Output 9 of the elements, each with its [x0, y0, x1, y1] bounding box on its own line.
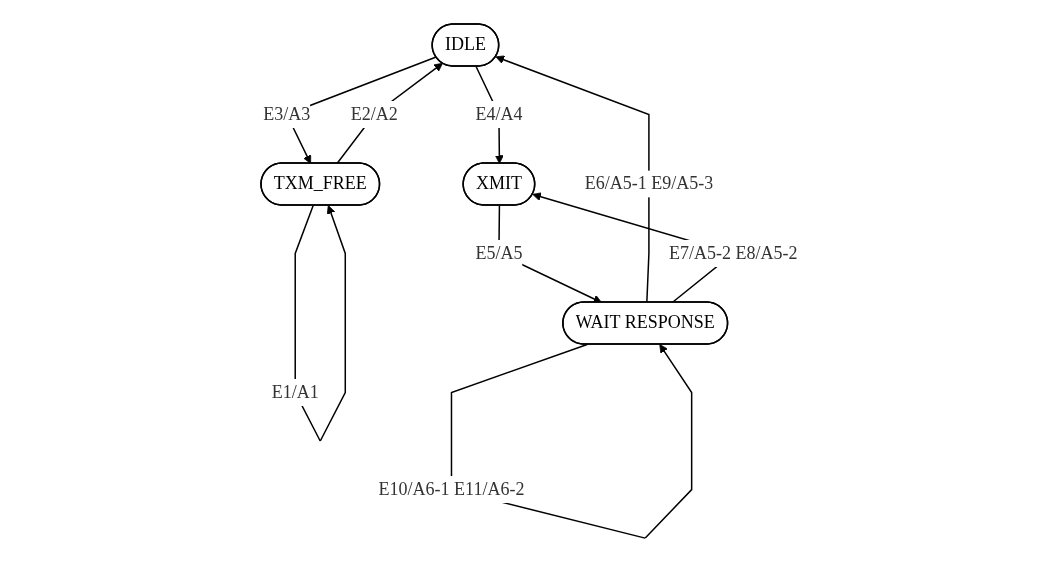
edge-label: E6/A5-1 E9/A5-3	[584, 173, 714, 194]
edge-label: E3/A3	[263, 104, 311, 125]
arrow	[336, 63, 444, 165]
edge-label: E4/A4	[475, 104, 523, 125]
edge-label: E5/A5	[475, 243, 523, 264]
edge-label: E2/A2	[351, 104, 399, 125]
edge-label: E10/A6-1 E11/A6-2	[378, 479, 525, 500]
edge-label: E1/A1	[272, 382, 320, 403]
edge-label: E7/A5-2 E8/A5-2	[669, 243, 798, 264]
